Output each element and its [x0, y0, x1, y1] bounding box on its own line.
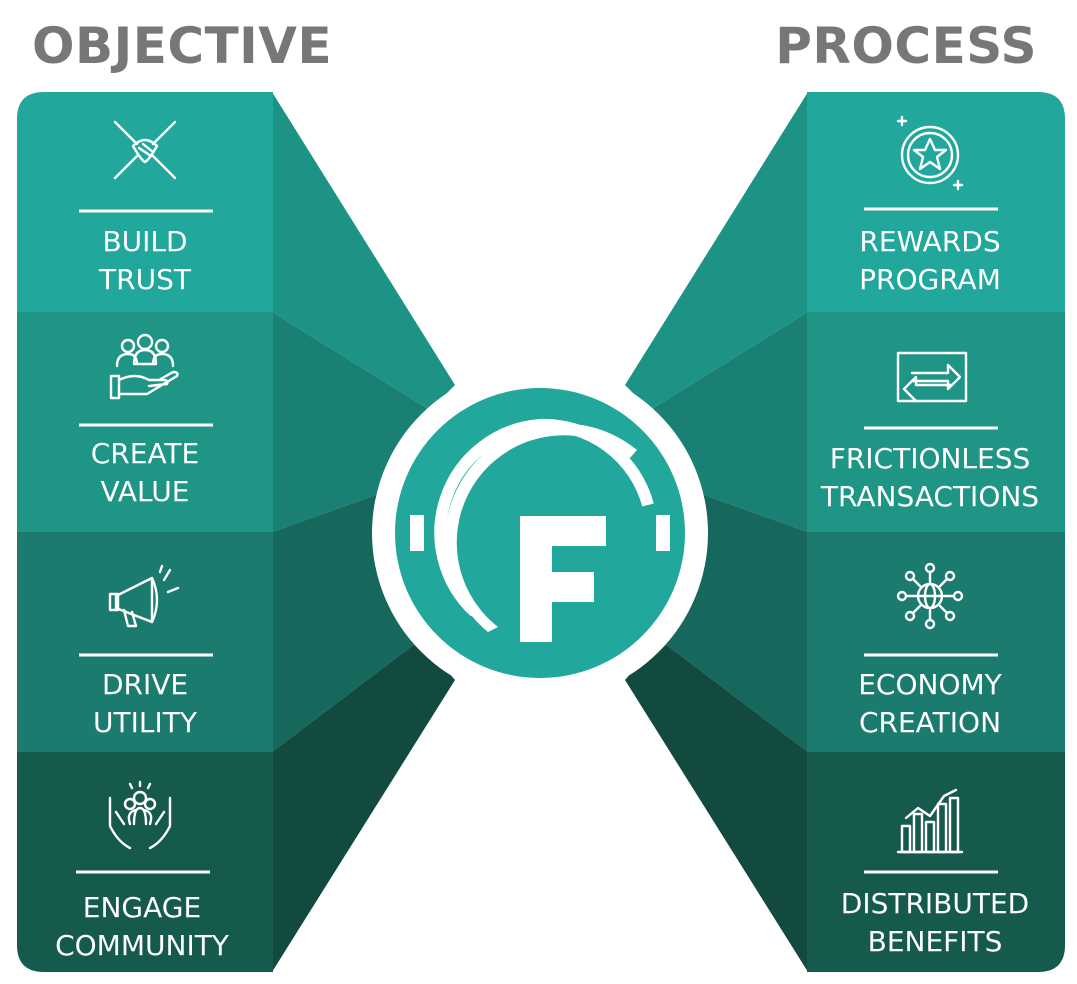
objective-label-1: BUILD TRUST	[20, 223, 270, 299]
dividers	[76, 207, 998, 874]
globe-network-icon	[896, 562, 964, 630]
star-coin-icon	[896, 115, 964, 191]
e-logo-arc-outline	[434, 418, 654, 617]
process-card-3	[807, 532, 1065, 752]
process-card-2	[807, 312, 1065, 532]
left-wedge-1	[272, 92, 455, 410]
process-label-1: REWARDS PROGRAM	[805, 223, 1055, 299]
label-line: BUILD	[102, 225, 188, 258]
objective-label-4: ENGAGE COMMUNITY	[17, 889, 267, 965]
process-card-4	[807, 752, 1065, 972]
e-logo-icon	[520, 516, 606, 642]
label-line: TRANSACTIONS	[820, 480, 1040, 513]
left-wedge-4	[272, 640, 455, 972]
bar-chart-icon	[896, 788, 964, 854]
process-label-4: DISTRIBUTED BENEFITS	[810, 885, 1060, 961]
label-line: ECONOMY	[858, 668, 1002, 701]
handshake-icon	[113, 120, 177, 180]
objective-heading: OBJECTIVE	[32, 17, 333, 75]
center-logo	[372, 365, 708, 701]
objective-card-3	[17, 532, 273, 752]
label-line: DRIVE	[101, 668, 189, 701]
label-line: CREATE	[90, 437, 200, 470]
people-hand-icon	[109, 333, 179, 400]
e-logo-bar-left	[410, 515, 424, 551]
label-line: COMMUNITY	[55, 929, 229, 962]
e-logo-bar-right	[656, 515, 670, 551]
label-line: ENGAGE	[82, 891, 202, 924]
label-line: UTILITY	[93, 706, 197, 739]
process-heading: PROCESS	[775, 17, 1037, 75]
label-line: REWARDS	[859, 225, 1001, 258]
e-logo-arc	[444, 423, 637, 632]
community-hands-icon	[108, 780, 172, 850]
label-line: TRUST	[99, 263, 191, 296]
right-wedge-4	[625, 640, 808, 972]
exchange-arrows-icon	[896, 351, 968, 403]
objective-card-4	[17, 752, 273, 972]
process-card-1	[807, 92, 1065, 312]
right-cards	[807, 92, 1065, 972]
process-label-3: ECONOMY CREATION	[805, 666, 1055, 742]
label-line: BENEFITS	[867, 925, 1003, 958]
label-line: FRICTIONLESS	[829, 442, 1031, 475]
objective-card-1	[17, 92, 273, 312]
objective-label-3: DRIVE UTILITY	[20, 666, 270, 742]
process-label-2: FRICTIONLESS TRANSACTIONS	[805, 440, 1055, 516]
label-line: PROGRAM	[859, 263, 1001, 296]
label-line: DISTRIBUTED	[840, 887, 1030, 920]
label-line: VALUE	[100, 475, 190, 508]
right-wedge-1	[625, 92, 808, 410]
objective-label-2: CREATE VALUE	[20, 435, 270, 511]
megaphone-icon	[108, 564, 180, 628]
label-line: CREATION	[858, 706, 1002, 739]
